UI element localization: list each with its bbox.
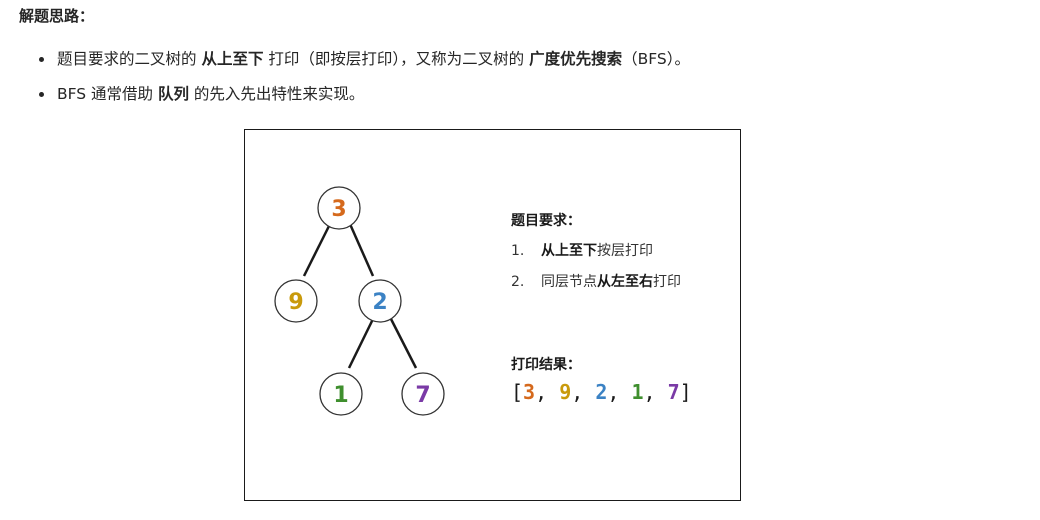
requirements-title: 题目要求： [511, 213, 581, 229]
result-sep: , [535, 380, 560, 404]
node-circle-3 [317, 186, 361, 230]
result-value-7: 7 [667, 380, 680, 404]
binary-tree-diagram: 3 9 2 1 7 [274, 186, 445, 416]
node-label-3: 3 [331, 197, 346, 222]
node-label-7: 7 [415, 383, 430, 408]
bullet-item-1: 题目要求的二叉树的 从上至下 打印（即按层打印），又称为二叉树的 广度优先搜索（… [38, 48, 690, 70]
result-close-bracket: ] [679, 380, 692, 404]
result-value-2: 2 [595, 380, 608, 404]
node-label-1: 1 [333, 383, 348, 408]
result-sep: , [607, 380, 632, 404]
result-sep: , [643, 380, 668, 404]
result-value-3: 3 [523, 380, 536, 404]
node-circle-2 [358, 279, 402, 323]
bullet-2-text-b: 的先入先出特性来实现。 [189, 85, 365, 103]
bullet-2-bold-a: 队列 [157, 85, 189, 103]
edge-2-7 [389, 318, 418, 369]
tree-node-2: 2 [358, 279, 402, 323]
node-circle-7 [401, 372, 445, 416]
edge-3-9 [302, 223, 332, 277]
bullet-1-text-a: 题目要求的二叉树的 [57, 50, 202, 68]
bullet-2-text-a: BFS 通常借助 [57, 85, 158, 103]
edge-2-1 [347, 318, 375, 369]
requirement-1-number: 1. [511, 243, 525, 259]
requirement-2-pre: 同层节点 [541, 274, 597, 290]
tree-node-1: 1 [319, 372, 363, 416]
requirement-2-bold: 从左至右 [597, 274, 653, 290]
requirement-1-rest: 按层打印 [597, 243, 653, 259]
node-label-9: 9 [288, 290, 303, 315]
node-circle-9 [274, 279, 318, 323]
requirement-2-rest: 打印 [653, 274, 681, 290]
result-value-1: 1 [631, 380, 644, 404]
section-heading: 解题思路： [19, 7, 95, 25]
result-open-bracket: [ [511, 380, 524, 404]
bullet-1-bold-a: 从上至下 [201, 50, 264, 68]
result-value-9: 9 [559, 380, 572, 404]
tree-edges [302, 223, 418, 369]
bullet-1-bold-b: 广度优先搜索 [529, 50, 623, 68]
edge-3-2 [348, 223, 375, 277]
requirement-2-number: 2. [511, 274, 525, 290]
bullet-list: 题目要求的二叉树的 从上至下 打印（即按层打印），又称为二叉树的 广度优先搜索（… [38, 48, 690, 118]
bullet-1-text-b: 打印（即按层打印），又称为二叉树的 [263, 50, 530, 68]
node-label-2: 2 [372, 290, 387, 315]
tree-node-9: 9 [274, 279, 318, 323]
result-title: 打印结果： [511, 357, 581, 373]
bfs-illustration: 3 9 2 1 7 题目要求： 1.从上至下按层打印 2.同层节点从左至右打印 … [244, 129, 741, 501]
requirement-1: 1. 从上至下按层打印 [511, 240, 653, 260]
node-circle-1 [319, 372, 363, 416]
requirement-1-bold: 从上至下 [541, 243, 597, 259]
bullet-item-2: BFS 通常借助 队列 的先入先出特性来实现。 [38, 83, 690, 105]
tree-node-3: 3 [317, 186, 361, 230]
bullet-1-text-c: （BFS）。 [622, 50, 690, 68]
requirement-2: 2. 同层节点从左至右打印 [511, 271, 681, 291]
tree-nodes: 3 9 2 1 7 [274, 186, 445, 416]
result-sep: , [571, 380, 596, 404]
tree-node-7: 7 [401, 372, 445, 416]
result-sequence: [3, 9, 2, 1, 7] [511, 380, 692, 404]
